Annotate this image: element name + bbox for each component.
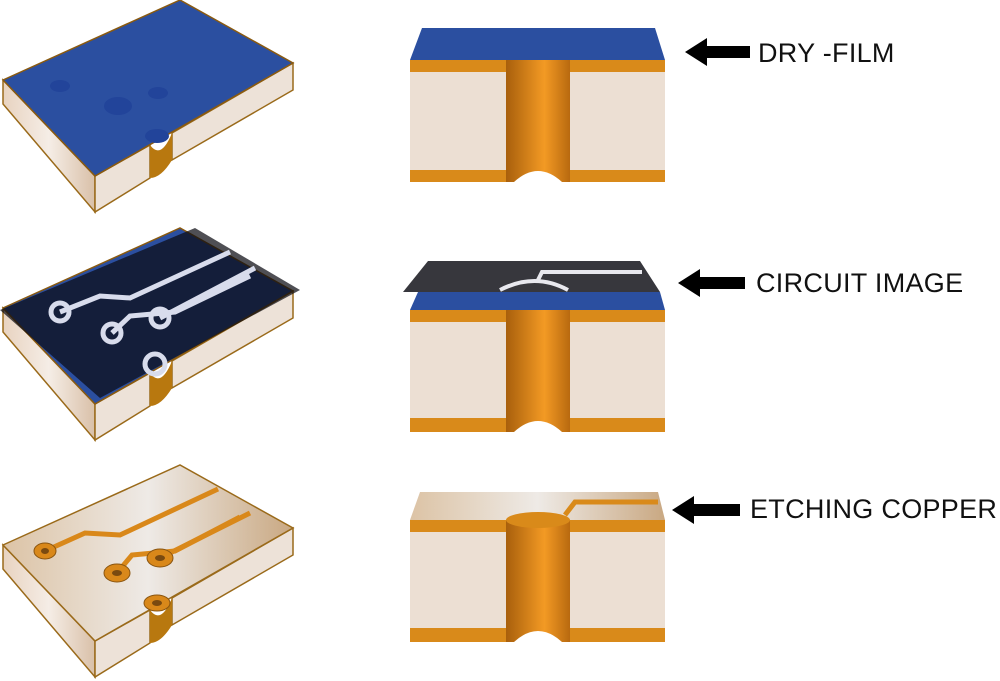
arrow-left-icon bbox=[672, 496, 740, 524]
board-dry-film-3d bbox=[1, 0, 295, 215]
phototool-film-3d bbox=[0, 228, 300, 398]
step-label-etching-copper: ETCHING COPPER bbox=[750, 494, 998, 524]
arrow-left-icon bbox=[685, 38, 750, 66]
cross-section-circuit-image bbox=[403, 261, 665, 432]
cross-section-dry-film bbox=[410, 28, 665, 182]
step-label-circuit-image: CIRCUIT IMAGE bbox=[756, 268, 964, 298]
board-etched-copper-3d bbox=[1, 464, 295, 680]
cross-section-etching-copper bbox=[410, 492, 665, 642]
step-label-dry-film: DRY -FILM bbox=[758, 38, 895, 68]
arrow-left-icon bbox=[678, 269, 745, 297]
